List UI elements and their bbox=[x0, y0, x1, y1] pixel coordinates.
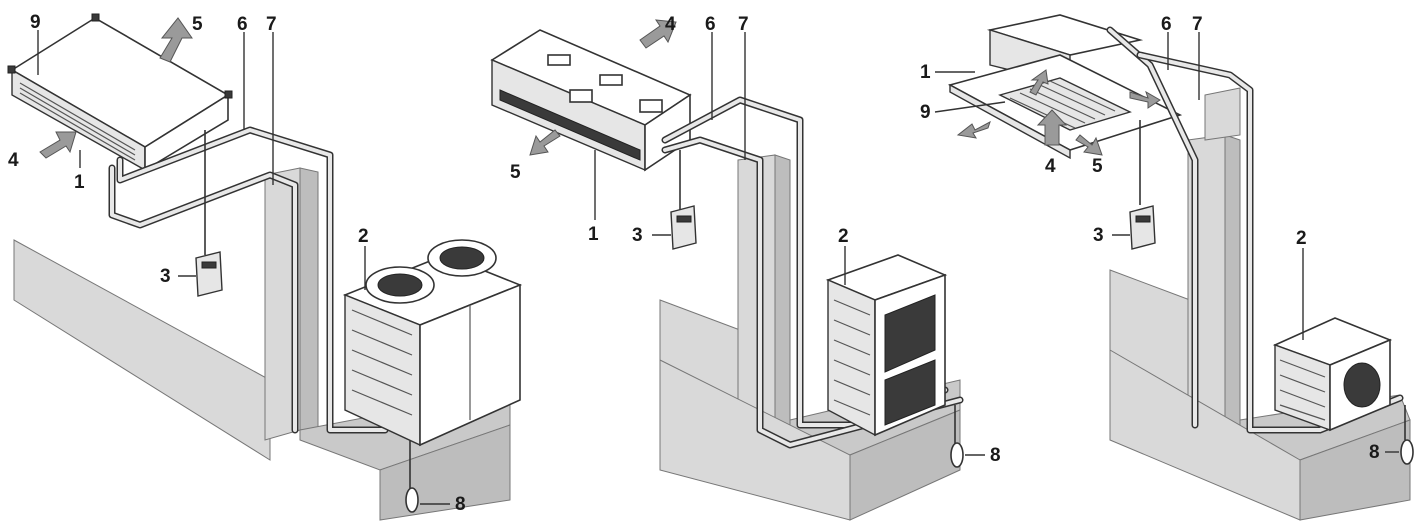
air-inlet-arrow bbox=[40, 132, 76, 158]
label-drain-hose: 8 bbox=[990, 445, 1001, 466]
label-connection-cable: 7 bbox=[1192, 14, 1203, 35]
figure-slim-duct-system: 4 6 7 5 1 3 2 8 bbox=[492, 14, 1001, 520]
label-air-outlet: 5 bbox=[1092, 156, 1103, 177]
label-indoor-unit: 1 bbox=[74, 172, 85, 193]
label-air-filter: 9 bbox=[30, 12, 41, 33]
air-outlet-arrow-left bbox=[958, 122, 990, 138]
label-air-inlet: 4 bbox=[665, 14, 676, 35]
label-indoor-unit: 1 bbox=[920, 62, 931, 83]
label-outdoor-unit: 2 bbox=[1296, 228, 1307, 249]
label-refrigerant-pipe: 6 bbox=[1161, 14, 1172, 35]
label-outdoor-unit: 2 bbox=[358, 226, 369, 247]
air-outlet-arrow bbox=[530, 130, 560, 155]
slim-duct-indoor-unit bbox=[492, 30, 690, 170]
wall bbox=[1110, 88, 1410, 520]
label-remote-controller: 3 bbox=[1093, 225, 1104, 246]
label-refrigerant-pipe: 6 bbox=[705, 14, 716, 35]
label-air-inlet: 4 bbox=[8, 150, 19, 171]
cassette-indoor-unit bbox=[950, 15, 1180, 158]
label-connection-cable: 7 bbox=[266, 14, 277, 35]
label-drain-hose: 8 bbox=[1369, 442, 1380, 463]
label-refrigerant-pipe: 6 bbox=[237, 14, 248, 35]
label-air-filter: 9 bbox=[920, 102, 931, 123]
drain-outlet bbox=[1401, 440, 1413, 464]
figure-ducted-system: 9 5 6 7 4 1 3 2 8 bbox=[8, 12, 520, 520]
air-outlet-arrow bbox=[160, 18, 192, 62]
label-air-inlet: 4 bbox=[1045, 156, 1056, 177]
label-air-outlet: 5 bbox=[510, 162, 521, 183]
drain-outlet bbox=[406, 488, 418, 512]
label-air-outlet: 5 bbox=[192, 14, 203, 35]
label-outdoor-unit: 2 bbox=[838, 226, 849, 247]
label-indoor-unit: 1 bbox=[588, 224, 599, 245]
remote-controller bbox=[1130, 206, 1155, 249]
label-connection-cable: 7 bbox=[738, 14, 749, 35]
label-remote-controller: 3 bbox=[632, 225, 643, 246]
label-drain-hose: 8 bbox=[455, 494, 466, 515]
label-remote-controller: 3 bbox=[160, 266, 171, 287]
remote-controller bbox=[671, 206, 696, 249]
remote-controller bbox=[196, 252, 222, 296]
drain-outlet bbox=[951, 443, 963, 467]
